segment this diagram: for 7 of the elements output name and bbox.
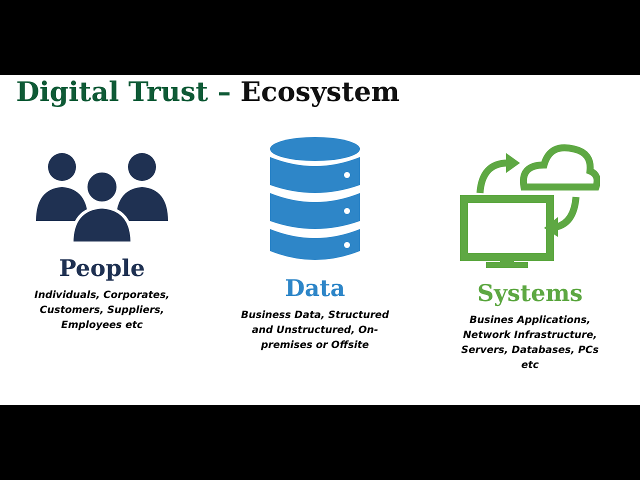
category-heading: Systems: [477, 280, 583, 307]
slide-title: Digital Trust – Ecosystem: [16, 77, 400, 108]
category-heading: Data: [284, 275, 346, 302]
category-description: Business Data, Structured and Unstructured, On-premises or Offsite: [240, 309, 390, 353]
category-heading: People: [58, 255, 146, 282]
category-description: Individuals, Corporates, Customers, Suppliers, Employees etc: [33, 289, 171, 333]
category-description: Busines Applications, Network Infrastructure, Servers, Databases, PCs etc: [460, 314, 600, 373]
